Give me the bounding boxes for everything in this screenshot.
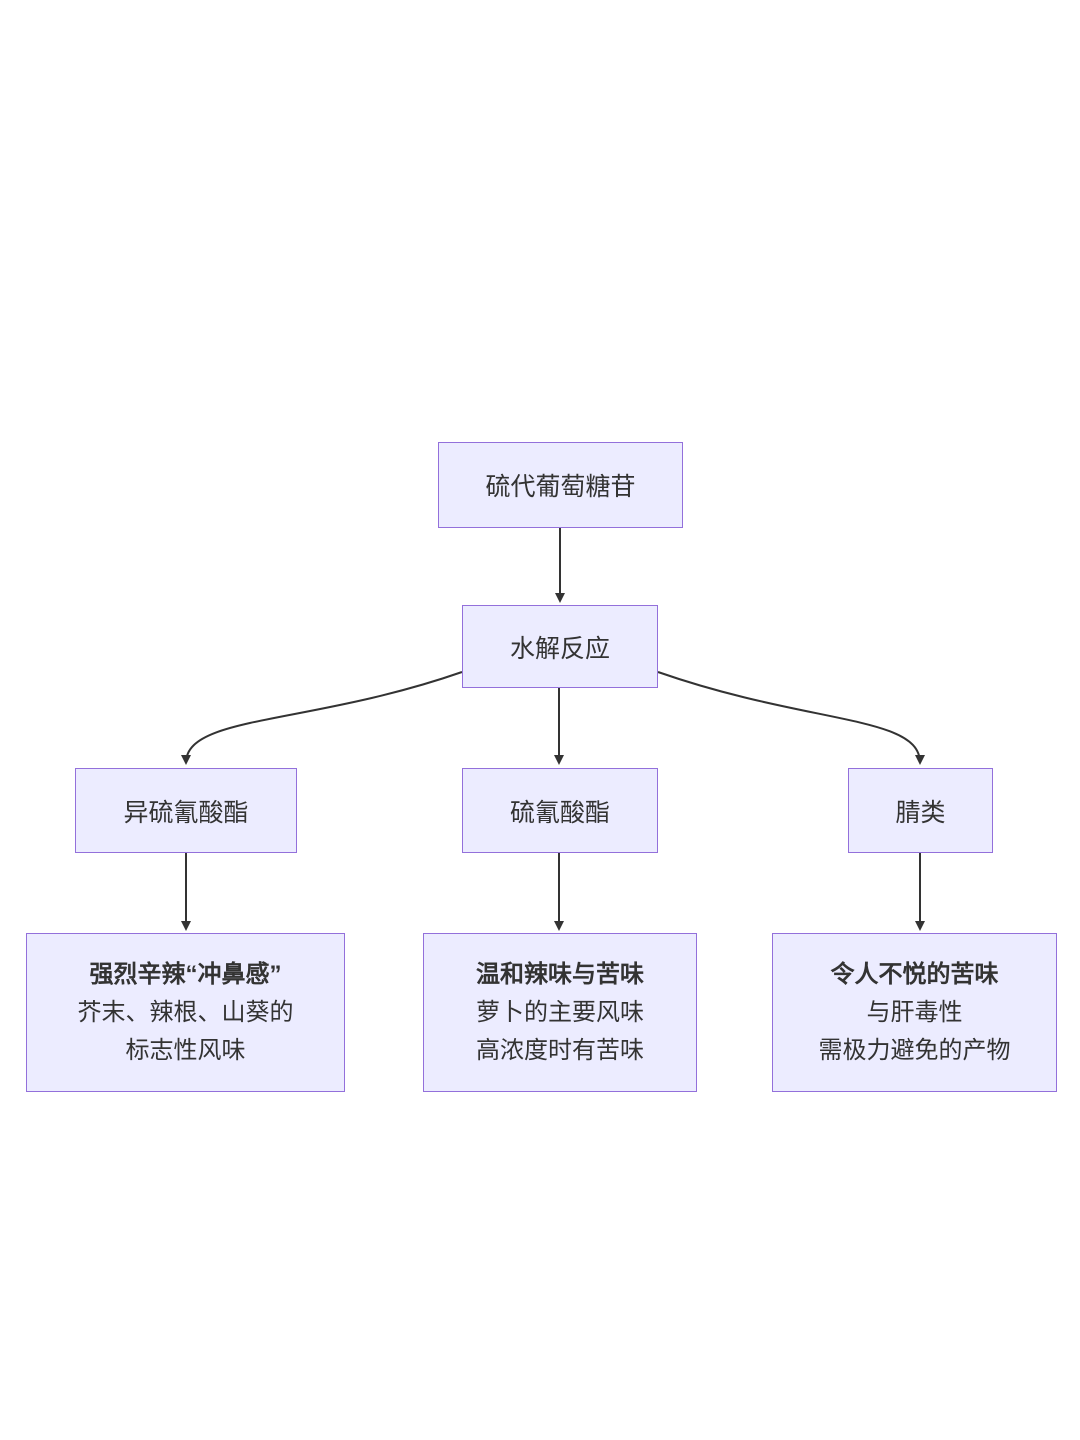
node-hydrolysis-label: 水解反应 (509, 634, 610, 663)
nitriles-desc-line3: 需极力避免的产物 (818, 1036, 1011, 1064)
node-thiocyanate: 硫氰酸酯 (462, 768, 658, 853)
thiocyanate-desc-line1: 温和辣味与苦味 (476, 960, 644, 988)
node-isothiocyanate: 异硫氰酸酯 (75, 768, 297, 853)
node-nitriles: 腈类 (848, 768, 993, 853)
node-hydrolysis: 水解反应 (462, 605, 658, 688)
node-glucosinolate-label: 硫代葡萄糖苷 (485, 473, 636, 501)
nitriles-desc-line1: 令人不悦的苦味 (830, 960, 999, 988)
node-glucosinolate: 硫代葡萄糖苷 (438, 442, 683, 528)
isothiocyanate-desc-line2: 芥末、辣根、山葵的 (77, 998, 294, 1026)
node-thiocyanate-description: 温和辣味与苦味 萝卜的主要风味 高浓度时有苦味 (423, 933, 697, 1092)
nitriles-desc-line2: 与肝毒性 (866, 998, 963, 1026)
edge-hydrolysis-to-isothiocyanate (181, 671, 463, 765)
node-nitriles-label: 腈类 (895, 798, 946, 827)
thiocyanate-desc-line2: 萝卜的主要风味 (476, 998, 644, 1026)
node-nitriles-description: 令人不悦的苦味 与肝毒性 需极力避免的产物 (772, 933, 1057, 1092)
node-thiocyanate-label: 硫氰酸酯 (509, 798, 610, 827)
thiocyanate-desc-line3: 高浓度时有苦味 (476, 1036, 644, 1064)
isothiocyanate-desc-line1: 强烈辛辣“冲鼻感” (89, 960, 282, 988)
node-isothiocyanate-description: 强烈辛辣“冲鼻感” 芥末、辣根、山葵的 标志性风味 (26, 933, 345, 1092)
edge-hydrolysis-to-nitriles (657, 671, 925, 765)
node-isothiocyanate-label: 异硫氰酸酯 (123, 798, 249, 827)
isothiocyanate-desc-line3: 标志性风味 (125, 1036, 246, 1064)
